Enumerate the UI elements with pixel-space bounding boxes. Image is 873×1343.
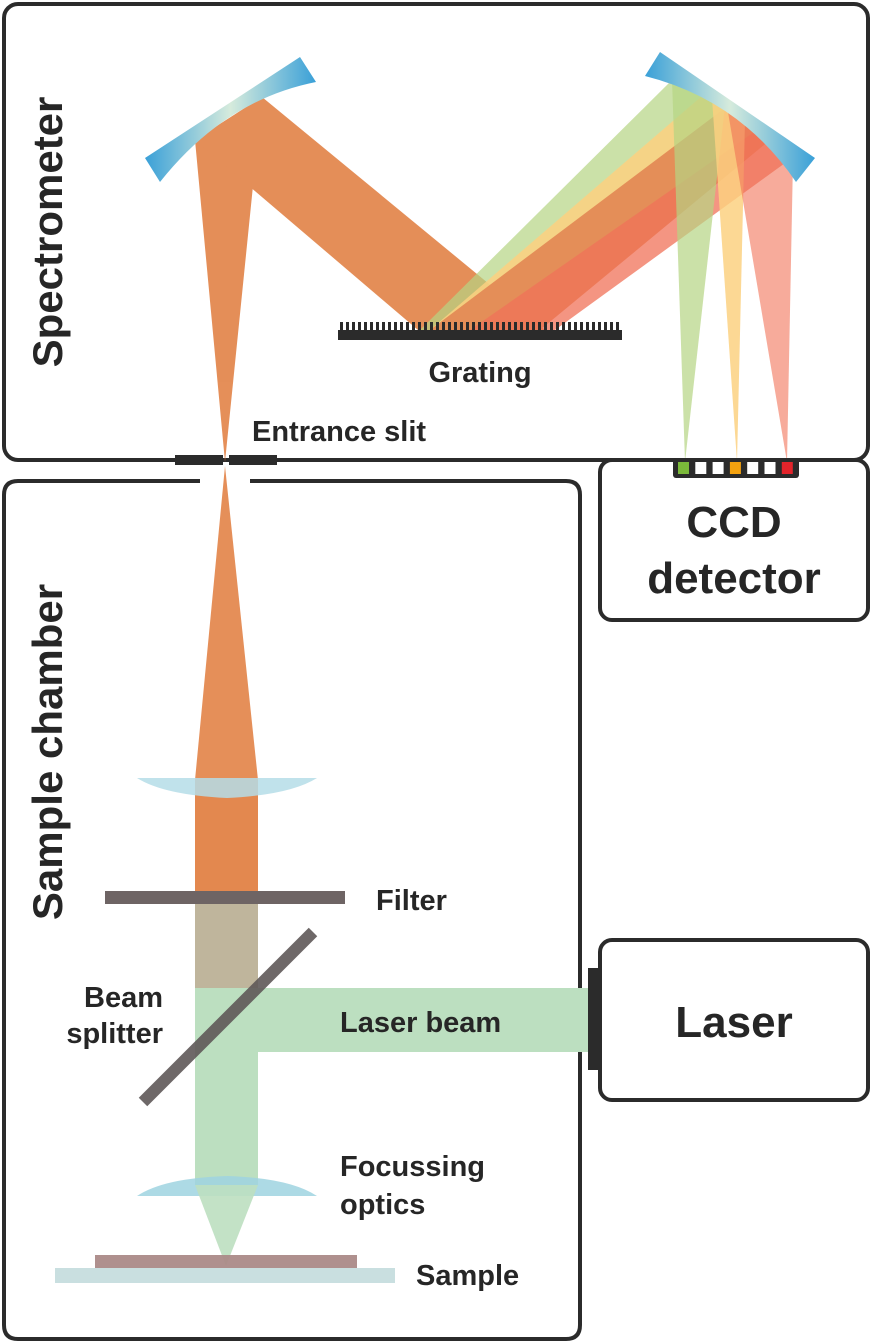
grating-tooth <box>394 322 397 331</box>
grating-tooth <box>412 322 415 331</box>
grating-tooth <box>544 322 547 331</box>
grating-tooth <box>376 322 379 331</box>
grating-tooth <box>340 322 343 331</box>
sample <box>95 1255 357 1268</box>
ccd-pixel <box>781 462 793 474</box>
grating-tooth <box>472 322 475 331</box>
focussing-optics-label-line1: Focussing <box>340 1151 485 1183</box>
filter <box>105 891 345 904</box>
sample-chamber-box <box>2 479 582 1341</box>
grating-tooth <box>526 322 529 331</box>
entrance-slit-label: Entrance slit <box>252 416 426 448</box>
grating-tooth <box>382 322 385 331</box>
grating-tooth <box>478 322 481 331</box>
laser-label: Laser <box>675 998 792 1047</box>
grating-tooth <box>460 322 463 331</box>
entrance-slit-right <box>229 455 277 465</box>
entrance-slit-left <box>175 455 223 465</box>
yellow-focused-beam <box>712 98 745 462</box>
grating-tooth <box>364 322 367 331</box>
grating-tooth <box>430 322 433 331</box>
substrate <box>55 1268 395 1283</box>
focusing-mirror <box>645 52 815 182</box>
grating-tooth <box>418 322 421 331</box>
grating-tooth <box>424 322 427 331</box>
grating-tooth <box>574 322 577 331</box>
laser-output-port <box>588 968 600 1070</box>
grating-tooth <box>568 322 571 331</box>
grating-tooth <box>532 322 535 331</box>
grating-tooth <box>562 322 565 331</box>
grating <box>338 322 622 340</box>
grating-tooth <box>598 322 601 331</box>
laser-beam-downward <box>195 1040 258 1185</box>
grating-tooth <box>514 322 517 331</box>
grating-tooth <box>358 322 361 331</box>
grating-tooth <box>442 322 445 331</box>
grating-tooth <box>610 322 613 331</box>
grating-tooth <box>550 322 553 331</box>
filter-label: Filter <box>376 885 447 917</box>
collection-lens <box>137 778 317 798</box>
ccd-label-line2: detector <box>647 554 821 603</box>
scattered-light-beams <box>195 80 793 462</box>
ccd-pixel <box>695 462 707 474</box>
grating-tooth <box>448 322 451 331</box>
beam-splitter-label-line1: Beam <box>84 982 163 1014</box>
focussing-optics-label-line2: optics <box>340 1189 425 1221</box>
grating-tooth <box>454 322 457 331</box>
grating-tooth <box>400 322 403 331</box>
beam-splitter <box>138 927 318 1107</box>
beam-slit-to-lens <box>195 466 258 780</box>
scattered-beam-before-filter <box>195 780 258 898</box>
grating-tooth <box>508 322 511 331</box>
grating-tooth <box>352 322 355 331</box>
grating-label: Grating <box>428 357 531 389</box>
grating-tooth <box>436 322 439 331</box>
grating-tooth <box>580 322 583 331</box>
grating-tooth <box>484 322 487 331</box>
sample-chamber-title: Sample chamber <box>24 584 71 920</box>
beam-slit-to-mirror <box>195 97 262 462</box>
grating-tooth <box>490 322 493 331</box>
ccd-pixel <box>729 462 741 474</box>
grating-tooth <box>370 322 373 331</box>
grating-tooth <box>388 322 391 331</box>
focused-laser-cone <box>195 1185 258 1266</box>
laser-beam-label: Laser beam <box>340 1007 501 1039</box>
ccd-label-line1: CCD <box>686 498 781 547</box>
grating-tooth <box>520 322 523 331</box>
ccd-pixel-array <box>673 458 799 478</box>
ccd-pixel <box>678 462 689 474</box>
ccd-pixel <box>747 462 759 474</box>
green-focused-beam <box>672 80 725 462</box>
grating-tooth <box>556 322 559 331</box>
beam-splitter-label-line2: splitter <box>66 1018 163 1050</box>
red-focused-beam <box>728 112 793 462</box>
sample-label: Sample <box>416 1260 519 1292</box>
beam-mirror-to-grating <box>195 97 545 330</box>
grating-tooth <box>604 322 607 331</box>
spectrometer-box <box>2 2 870 462</box>
grating-tooth <box>616 322 619 331</box>
grating-tooth <box>538 322 541 331</box>
grating-tooth <box>346 322 349 331</box>
grating-tooth <box>466 322 469 331</box>
collimating-mirror <box>145 57 316 182</box>
spectrometer-title: Spectrometer <box>24 97 71 368</box>
grating-tooth <box>496 322 499 331</box>
grating-tooth <box>502 322 505 331</box>
ccd-pixel <box>712 462 724 474</box>
ccd-pixel <box>764 462 776 474</box>
grating-tooth <box>406 322 409 331</box>
laser-beam <box>195 988 588 1052</box>
grating-tooth <box>586 322 589 331</box>
grating-tooth <box>592 322 595 331</box>
